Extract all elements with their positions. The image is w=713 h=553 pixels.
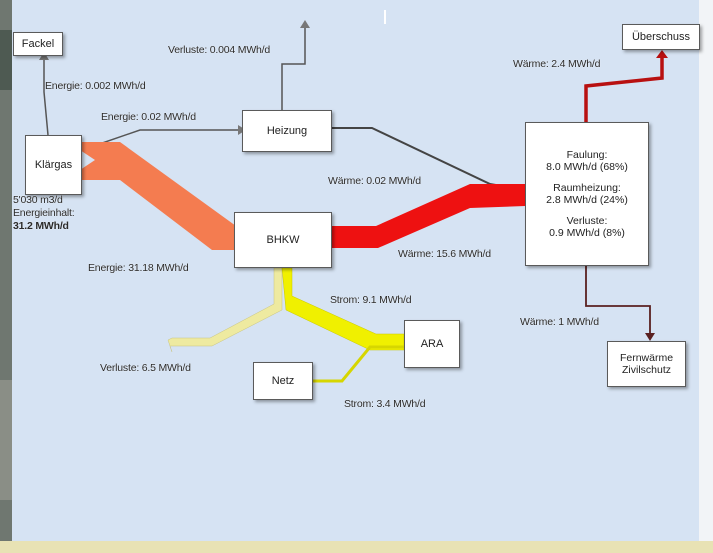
label-verluste-heizung: Verluste: 0.004 MWh/d	[168, 44, 271, 56]
faulung-value: 8.0 MWh/d (68%)	[546, 161, 628, 173]
ueberschuss-box[interactable]: Überschuss	[622, 24, 700, 50]
flow-verluste-heizung	[281, 26, 306, 110]
verluste-value: 0.9 MWh/d (8%)	[549, 227, 625, 239]
label-waerme-bhkw: Wärme: 15.6 MWh/d	[398, 248, 491, 260]
verluste-title: Verluste:	[566, 214, 608, 227]
label-waerme-heizung: Wärme: 0.02 MWh/d	[328, 175, 421, 187]
klaergas-volume: 5'030 m3/d	[13, 194, 63, 206]
flow-ueberschuss	[584, 56, 664, 127]
arrow-fernwaerme	[645, 333, 655, 341]
flow-verluste-bhkw	[167, 267, 283, 353]
arrow-ueberschuss	[656, 50, 668, 58]
raumheizung-title: Raumheizung:	[553, 181, 621, 194]
netz-box[interactable]: Netz	[253, 362, 313, 400]
usage-box[interactable]: Faulung: 8.0 MWh/d (68%) Raumheizung: 2.…	[525, 122, 649, 266]
bhkw-box[interactable]: BHKW	[234, 212, 332, 268]
ara-box[interactable]: ARA	[404, 320, 460, 368]
klaergas-box[interactable]: Klärgas	[25, 135, 82, 195]
photo-strip-bottom	[0, 541, 713, 553]
label-waerme-ueberschuss: Wärme: 2.4 MWh/d	[513, 58, 601, 70]
arrow-fackel	[39, 52, 49, 60]
flow-waerme-bhkw	[332, 184, 525, 248]
heizung-box[interactable]: Heizung	[242, 110, 332, 152]
fackel-box[interactable]: Fackel	[13, 32, 63, 56]
fernwaerme-label-2: Zivilschutz	[621, 364, 671, 376]
flow-fernwaerme	[585, 266, 651, 336]
klaergas-energy-value: 31.2 MWh/d	[13, 220, 69, 232]
fernwaerme-box[interactable]: Fernwärme Zivilschutz	[607, 341, 686, 387]
label-energie-fackel: Energie: 0.002 MWh/d	[45, 80, 146, 92]
label-verluste-bhkw: Verluste: 6.5 MWh/d	[100, 362, 191, 374]
label-energie-heizung: Energie: 0.02 MWh/d	[101, 111, 196, 123]
flow-strom-netz	[313, 345, 404, 383]
raumheizung-value: 2.8 MWh/d (24%)	[546, 194, 628, 206]
label-strom-ara: Strom: 9.1 MWh/d	[330, 294, 412, 306]
label-energie-bhkw: Energie: 31.18 MWh/d	[88, 262, 189, 274]
klaergas-energy-label: Energieinhalt:	[13, 207, 75, 219]
flow-energie-bhkw	[80, 142, 236, 250]
faulung-title: Faulung:	[566, 148, 608, 161]
label-waerme-fernwaerme: Wärme: 1 MWh/d	[520, 316, 599, 328]
fernwaerme-label-1: Fernwärme	[619, 351, 674, 364]
label-strom-netz: Strom: 3.4 MWh/d	[344, 398, 426, 410]
flow-strom-ara	[281, 267, 405, 351]
flow-fackel	[43, 58, 49, 136]
arrow-verluste-heizung	[300, 20, 310, 28]
